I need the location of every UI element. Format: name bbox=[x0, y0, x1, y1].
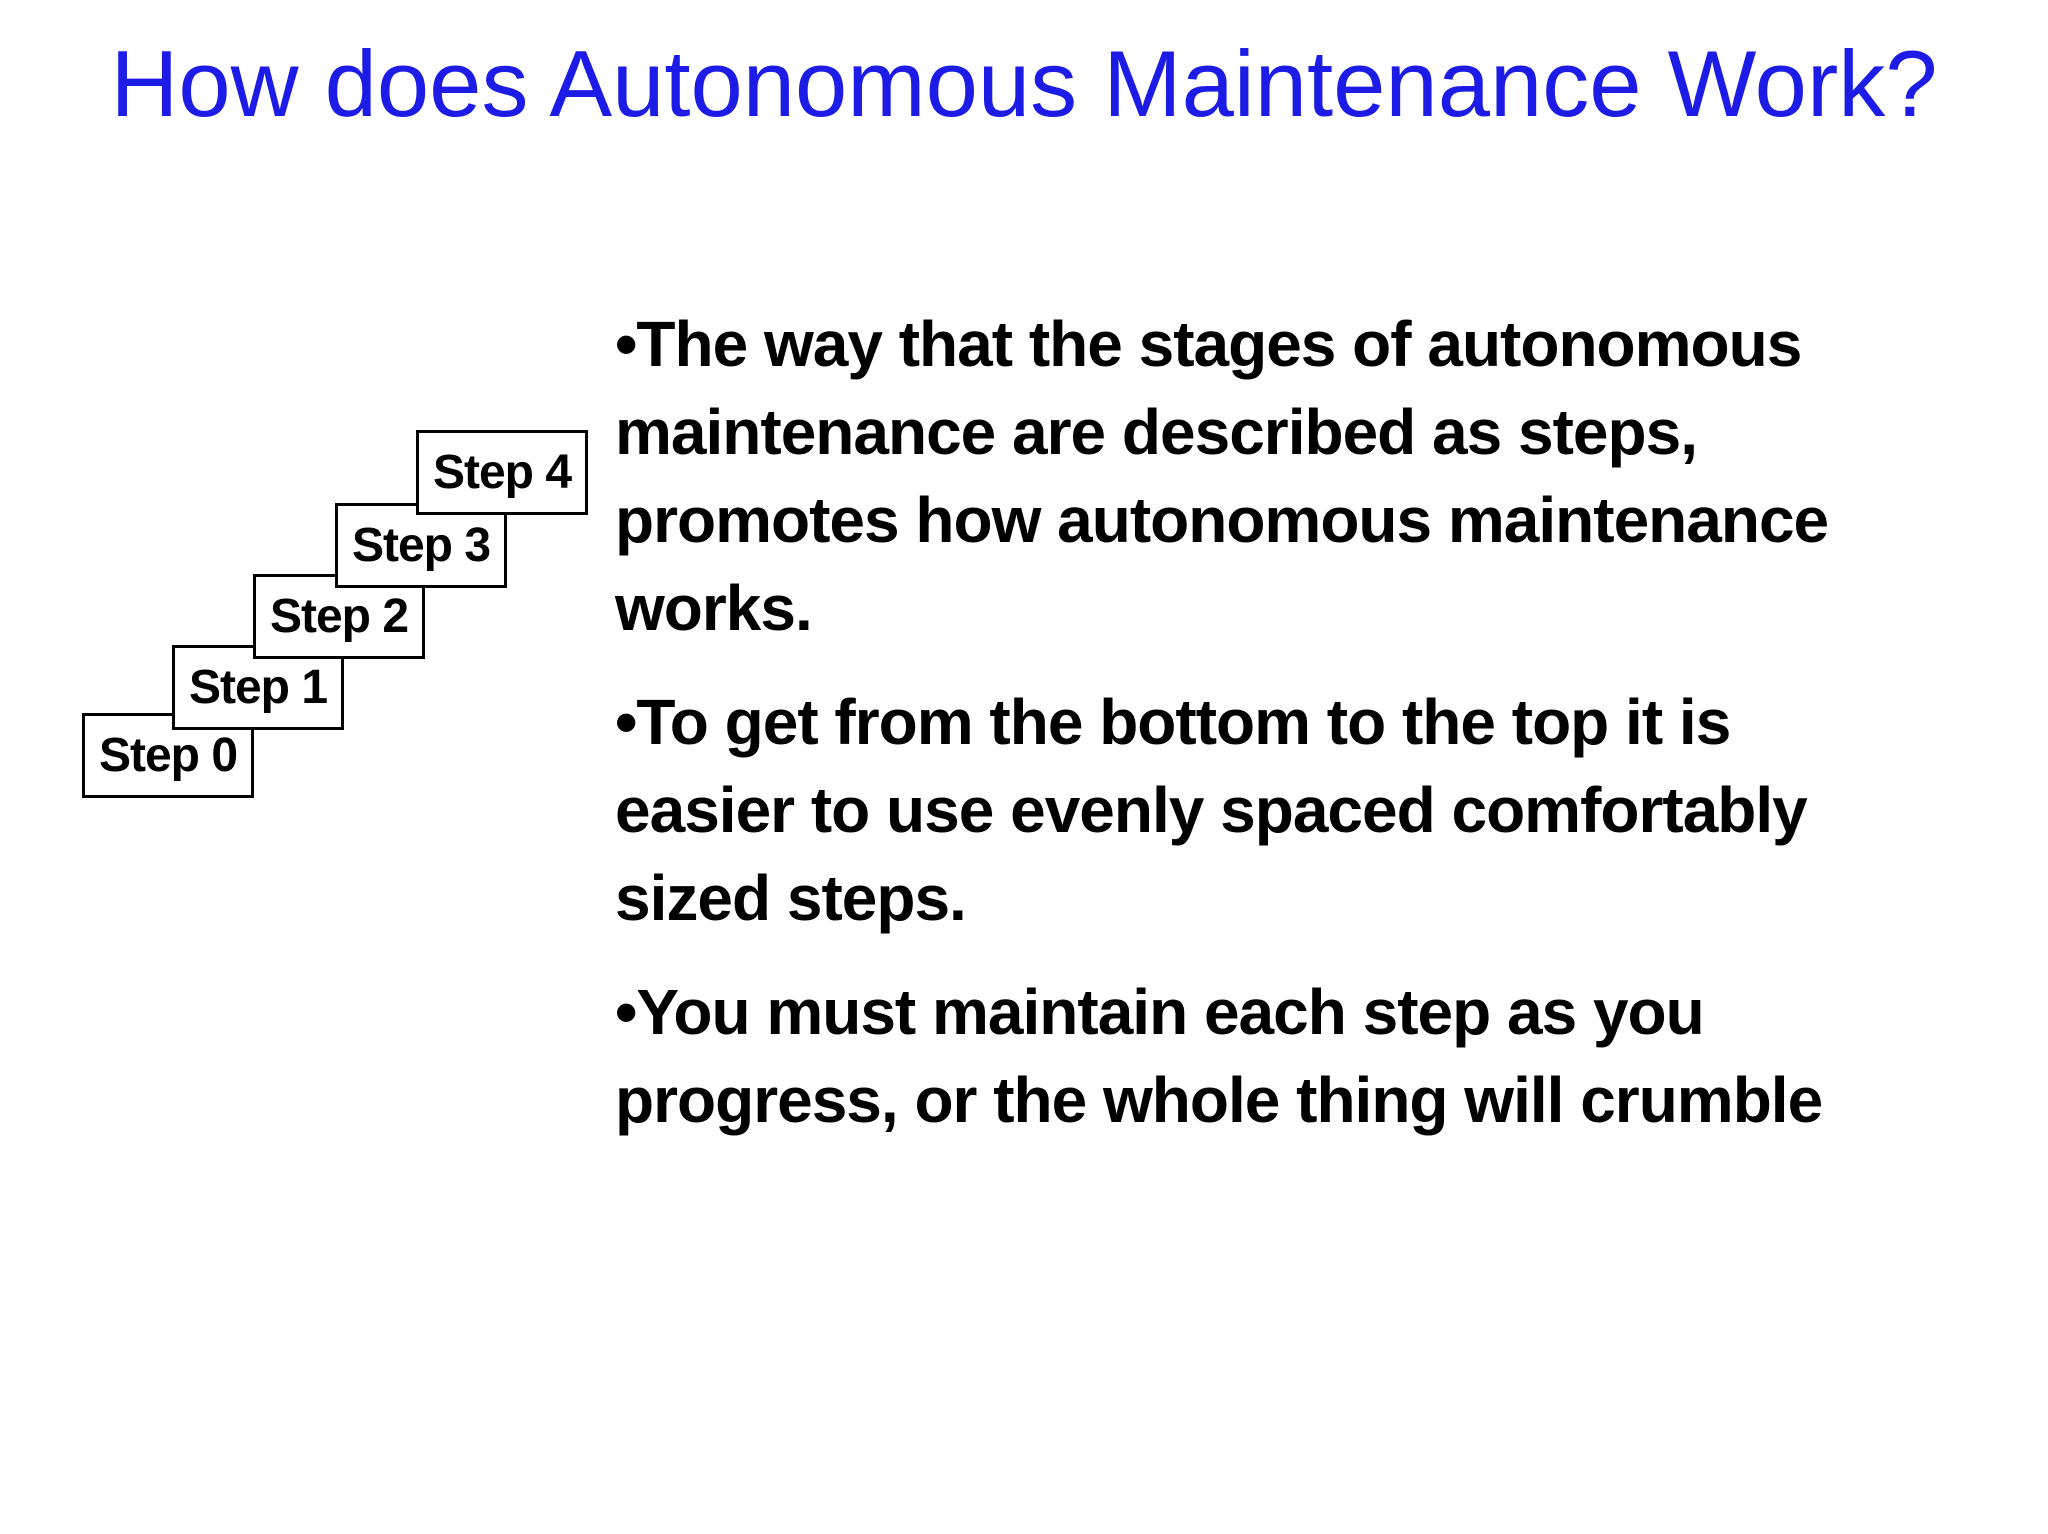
staircase-diagram: Step 0 Step 1 Step 2 Step 3 Step 4 bbox=[0, 0, 640, 850]
bullet-paragraph-3: •You must maintain each step as you prog… bbox=[615, 976, 1823, 1136]
step-0-label: Step 0 bbox=[98, 729, 238, 782]
bullet-paragraph-1: •The way that the stages of autonomous m… bbox=[615, 308, 1829, 644]
step-4-label: Step 4 bbox=[432, 446, 572, 499]
step-4-box: Step 4 bbox=[416, 430, 588, 515]
slide-title: How does Autonomous Maintenance Work? bbox=[110, 31, 1938, 136]
step-3-box: Step 3 bbox=[335, 503, 507, 588]
step-1-label: Step 1 bbox=[188, 661, 328, 714]
bullet-text-block: •The way that the stages of autonomous m… bbox=[615, 300, 2035, 1170]
bullet-paragraph-2: •To get from the bottom to the top it is… bbox=[615, 686, 1808, 934]
step-3-label: Step 3 bbox=[351, 519, 491, 572]
step-2-label: Step 2 bbox=[269, 590, 409, 643]
step-2-box: Step 2 bbox=[253, 574, 425, 659]
